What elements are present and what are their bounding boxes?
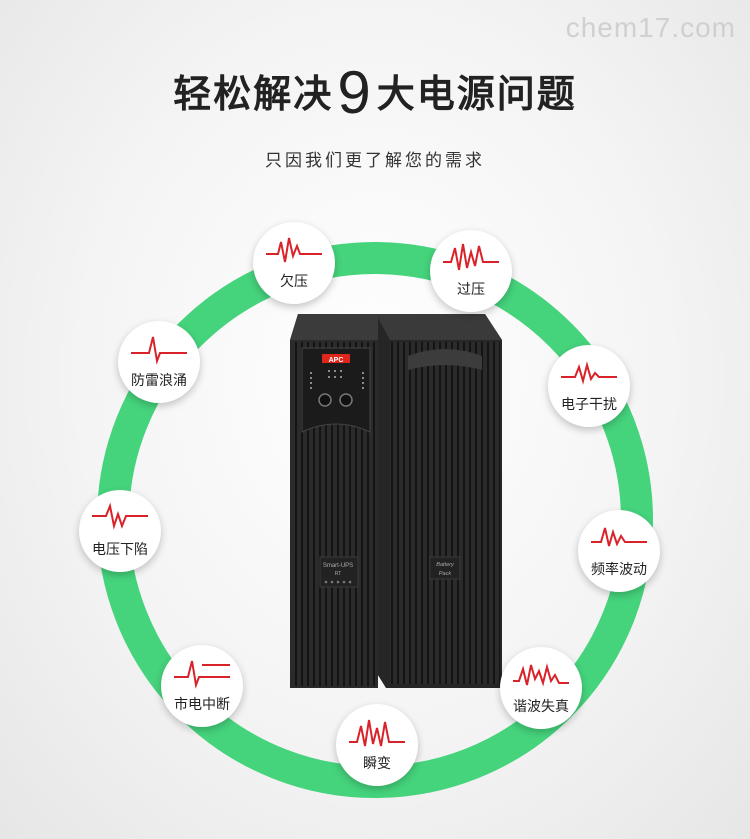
problem-label: 市电中断: [174, 697, 230, 713]
power-off-button[interactable]: [339, 393, 353, 407]
problem-node-sag: 电压下陷: [79, 490, 161, 572]
problem-label: 防雷浪涌: [131, 373, 187, 389]
problem-node-transient: 瞬变: [336, 704, 418, 786]
power-on-button[interactable]: [318, 393, 332, 407]
title-after: 大电源问题: [376, 72, 577, 116]
model-suffix: RT: [335, 571, 342, 577]
problem-node-undervoltage: 欠压: [253, 222, 335, 304]
problem-node-outage: 市电中断: [161, 645, 243, 727]
waveform-icon: [513, 663, 569, 687]
model-label: Smart-UPS: [323, 563, 353, 569]
waveform-icon: [443, 243, 499, 271]
title-number: 9: [337, 59, 373, 126]
waveform-icon: [92, 502, 148, 530]
waveform-icon: [174, 660, 230, 689]
waveform-icon: [131, 336, 187, 365]
waveform-icon: [591, 527, 647, 547]
battery-label: Battery: [436, 562, 455, 568]
problem-node-frequency: 频率波动: [578, 510, 660, 592]
apc-logo: [322, 354, 350, 363]
problem-label: 过压: [457, 282, 485, 298]
problem-label: 频率波动: [591, 562, 647, 578]
pack-label: Pack: [439, 571, 451, 577]
problem-node-interference: 电子干扰: [548, 345, 630, 427]
waveform-icon: [561, 361, 617, 385]
problem-node-harmonic: 谐波失真: [500, 647, 582, 729]
problem-label: 电子干扰: [561, 397, 617, 413]
problem-label: 瞬变: [363, 756, 391, 772]
problem-node-overvoltage: 过压: [430, 230, 512, 312]
ups-device-image: APC Smart-UPS RT Battery Pack: [290, 314, 502, 688]
title-before: 轻松解决: [173, 72, 334, 116]
logo-text: APC: [329, 357, 344, 364]
waveform-icon: [349, 719, 405, 747]
waveform-icon: [266, 237, 322, 263]
problem-label: 电压下陷: [92, 542, 148, 558]
problem-node-surge: 防雷浪涌: [118, 321, 200, 403]
page-subtitle: 只因我们更了解您的需求: [265, 151, 485, 171]
watermark: chem17.com: [565, 12, 736, 43]
problem-label: 谐波失真: [513, 699, 569, 715]
problem-label: 欠压: [280, 274, 308, 290]
